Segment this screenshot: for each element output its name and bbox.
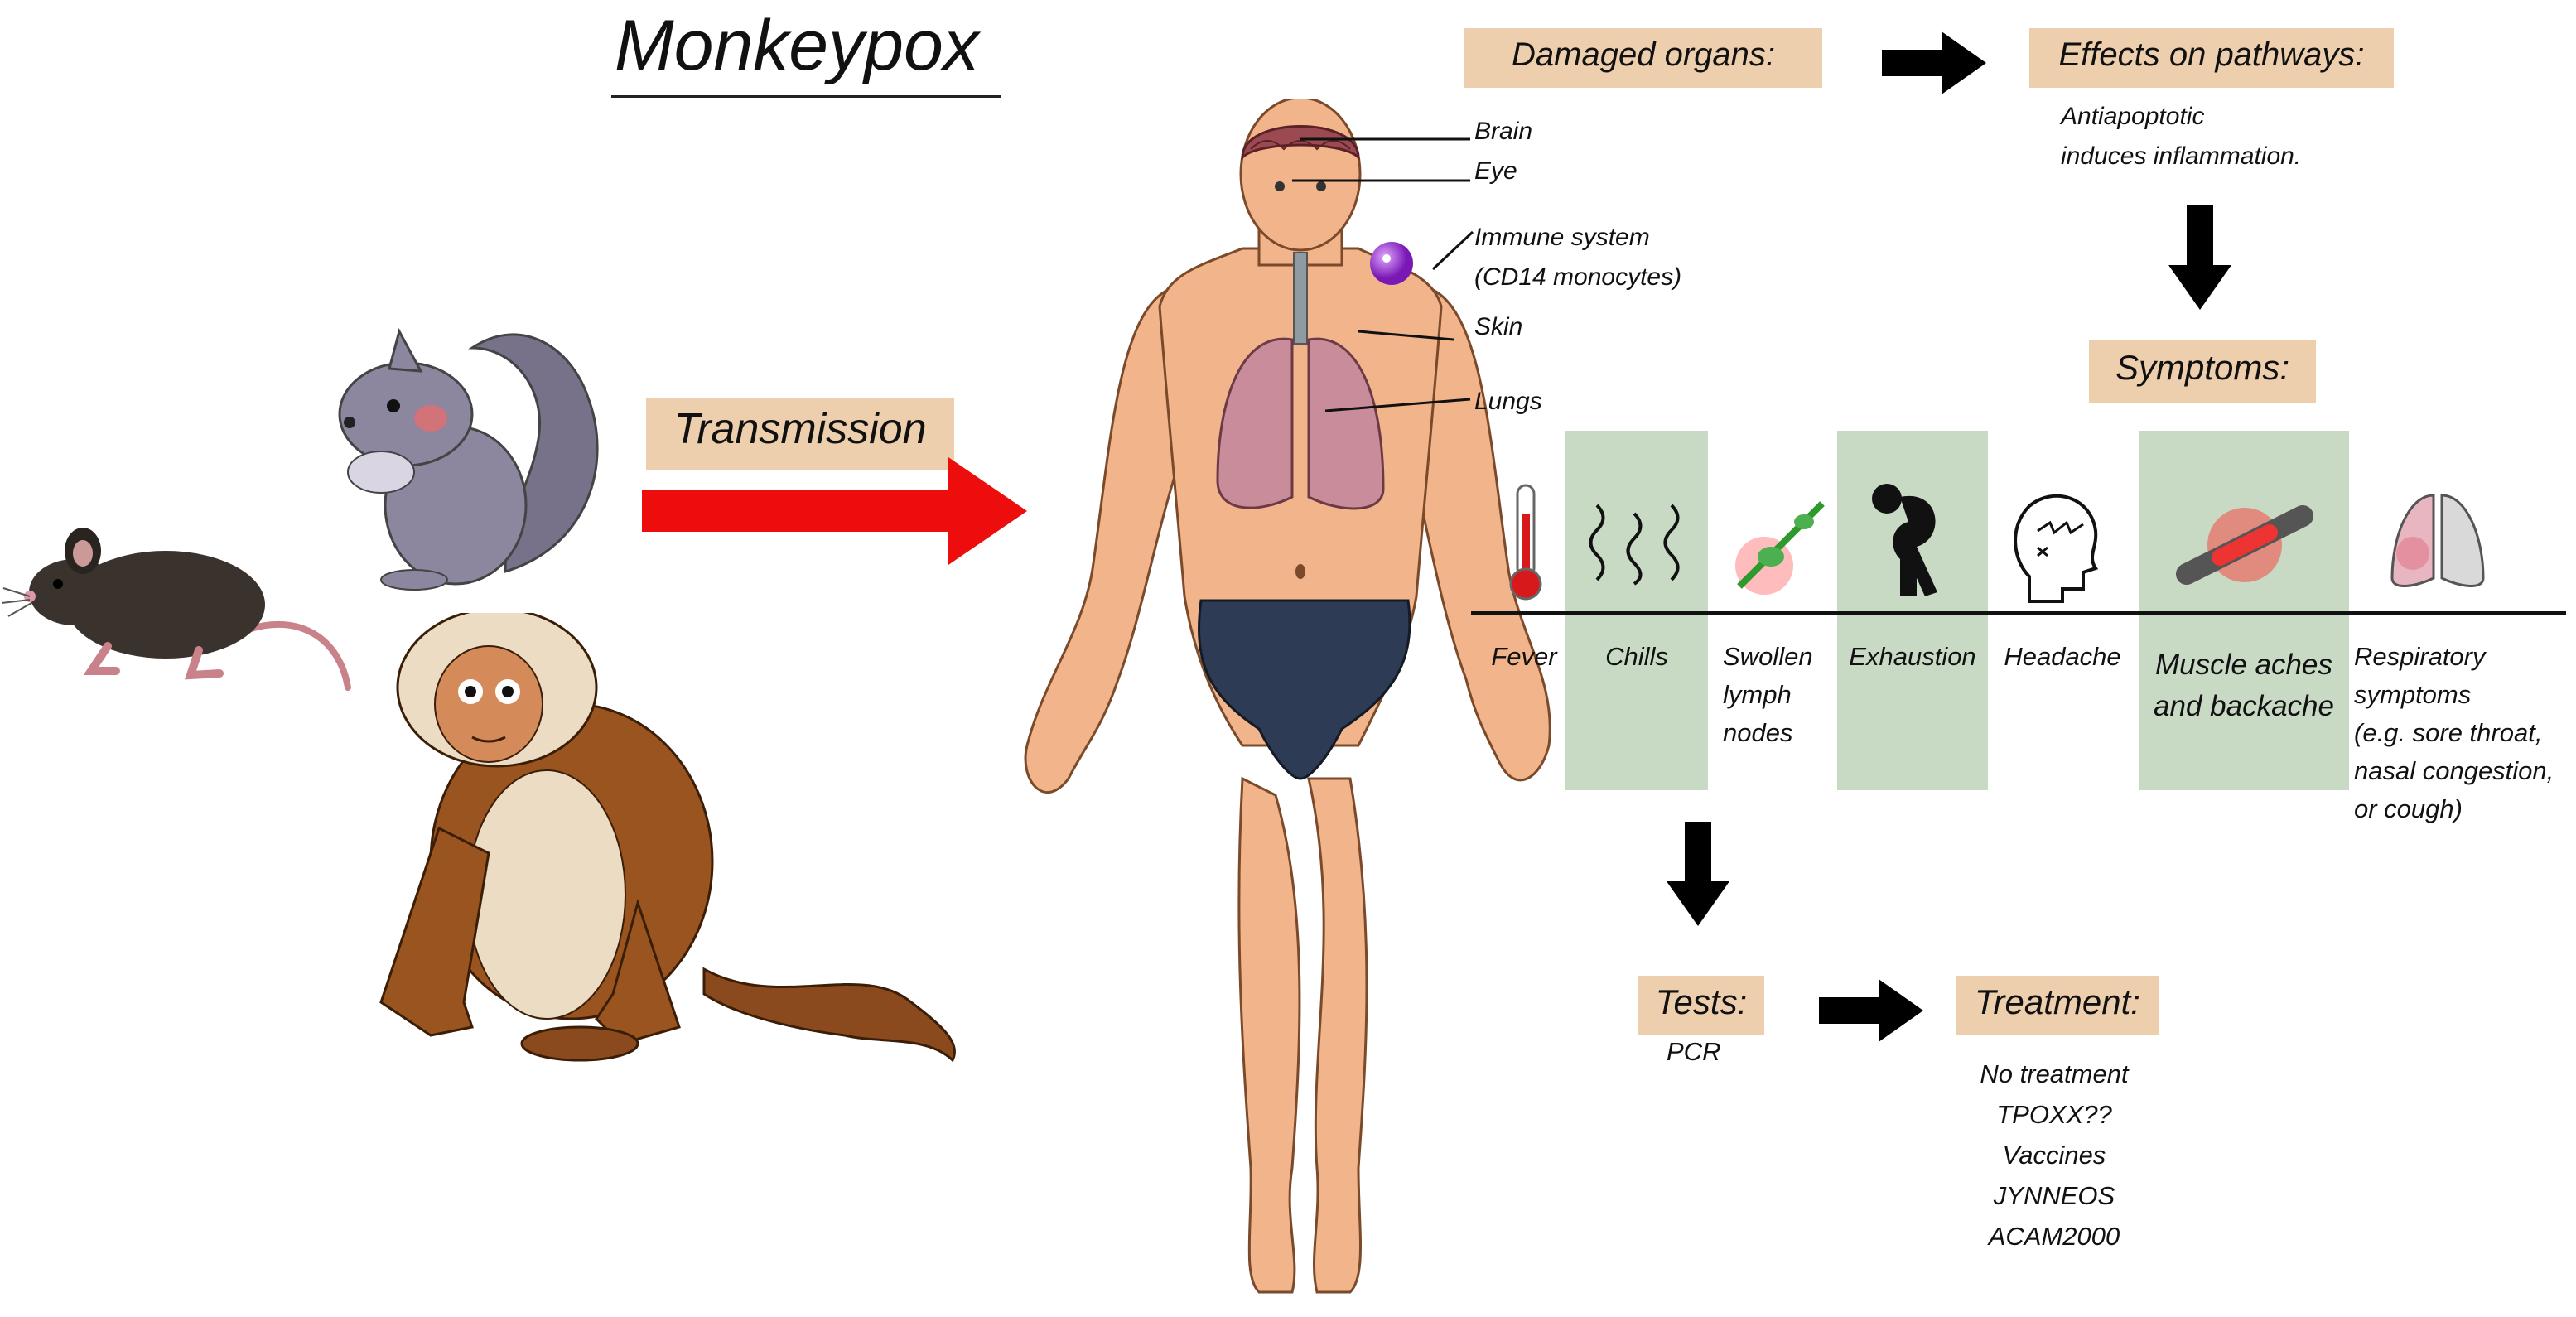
tests-label: Tests:	[1655, 982, 1748, 1021]
muscle-pain-icon	[2176, 505, 2313, 585]
treatment-item: TPOXX??	[1996, 1100, 2112, 1129]
organ-label-immune-2: (CD14 monocytes)	[1474, 263, 1682, 291]
page-title: Monkeypox	[615, 6, 979, 85]
damaged-organs-box	[1464, 28, 1822, 88]
symptoms-label: Symptoms:	[2115, 348, 2290, 387]
thermometer-icon	[1509, 484, 1542, 601]
symptom-label-muscle-aches: Muscle aches and backache	[2154, 649, 2334, 722]
treatment-item: Vaccines	[2002, 1141, 2106, 1170]
organ-leader-lines	[1292, 137, 1474, 412]
symptom-label-exhaustion: Exhaustion	[1849, 642, 1976, 671]
monkey-icon	[379, 613, 957, 1063]
effects-label: Effects on pathways:	[2058, 36, 2365, 73]
symptom-label-fever: Fever	[1491, 642, 1557, 671]
symptom-label-headache: Headache	[2004, 642, 2121, 671]
lymph-node-icon	[1735, 501, 1825, 595]
arrow-right-icon	[1882, 31, 1986, 94]
organ-label-lungs: Lungs	[1474, 388, 1542, 415]
effects-line-2: induces inflammation.	[2061, 142, 2302, 170]
treatment-list: No treatment TPOXX?? Vaccines JYNNEOS AC…	[1930, 1054, 2178, 1257]
transmission-label: Transmission	[673, 405, 927, 453]
human-body-icon	[1024, 99, 1551, 1294]
damaged-organs-label: Damaged organs:	[1512, 36, 1775, 73]
arrow-down-icon	[2168, 205, 2231, 310]
symptom-label-swollen-lymph-nodes: Swollen lymph nodes	[1723, 642, 1813, 747]
symptoms-box	[2089, 340, 2316, 403]
transmission-arrow	[642, 457, 1027, 565]
treatment-item: ACAM2000	[1988, 1222, 2120, 1251]
organ-label-brain: Brain	[1474, 118, 1533, 145]
treatment-item: No treatment	[1980, 1059, 2129, 1088]
treatment-item: JYNNEOS	[1993, 1181, 2115, 1210]
rat-icon	[1, 528, 351, 691]
effects-box	[2029, 28, 2394, 88]
symptom-label-chills: Chills	[1605, 642, 1668, 671]
highlight-column-exhaustion	[1837, 431, 1988, 790]
highlight-column-muscle	[2139, 431, 2349, 790]
immune-cell-icon	[1370, 242, 1413, 285]
chills-wavy-lines-icon	[1589, 504, 1680, 586]
organ-label-immune-1: Immune system	[1474, 224, 1650, 251]
symptoms-baseline	[1471, 611, 2566, 615]
organ-label-skin: Skin	[1474, 313, 1523, 340]
head-pain-icon	[2014, 494, 2099, 603]
tests-box	[1638, 976, 1764, 1035]
highlight-column-chills	[1565, 431, 1708, 790]
effects-line-1: Antiapoptotic	[2061, 103, 2205, 130]
squirrel-icon	[338, 327, 599, 591]
arrow-right-to-treatment-icon	[1819, 979, 1923, 1042]
symptom-label-respiratory: Respiratory symptoms (e.g. sore throat, …	[2354, 642, 2554, 823]
title-underline	[611, 95, 1001, 98]
organ-label-eye: Eye	[1474, 157, 1517, 185]
treatment-box	[1956, 976, 2159, 1035]
treatment-label: Treatment:	[1975, 982, 2140, 1021]
exhausted-person-icon	[1872, 484, 1937, 596]
lungs-icon	[2390, 494, 2485, 587]
tests-item-pcr: PCR	[1667, 1037, 1721, 1066]
transmission-box	[646, 398, 954, 470]
arrow-down-to-tests-icon	[1667, 822, 1729, 926]
